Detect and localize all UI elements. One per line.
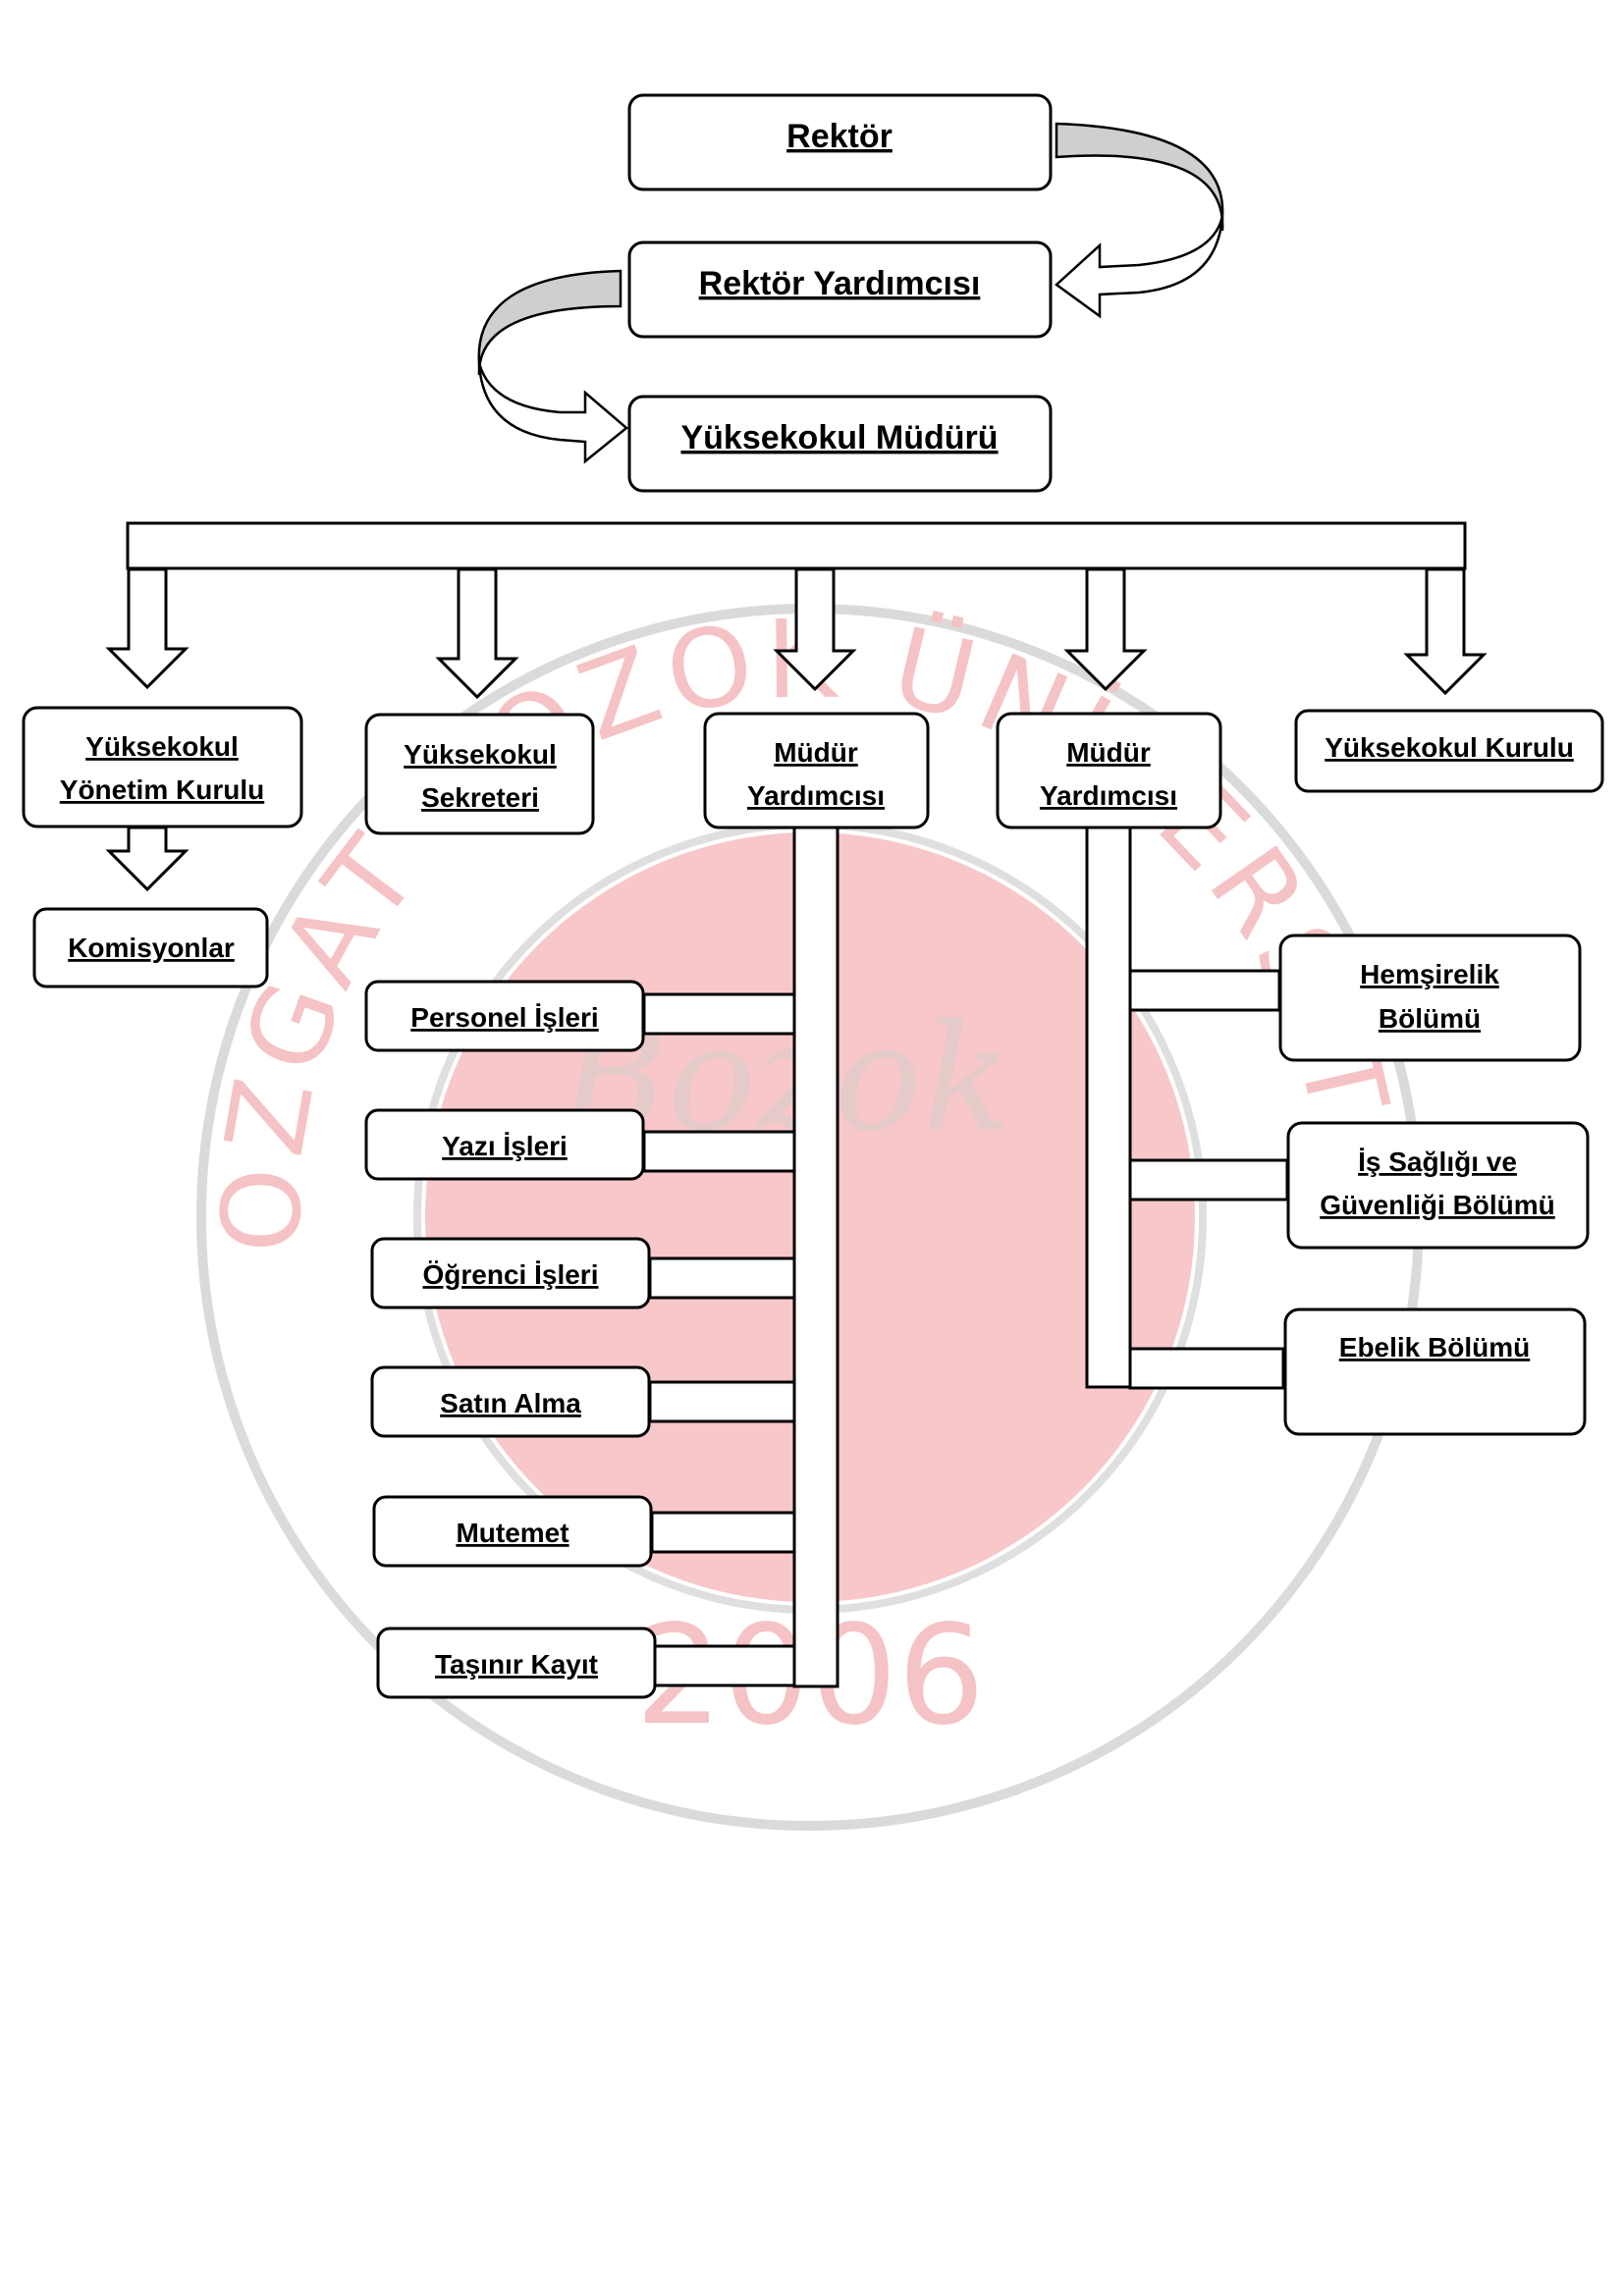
- node-yonetim-kurulu-line2: Yönetim Kurulu: [60, 774, 264, 805]
- node-hemsirelik-line2: Bölümü: [1379, 1003, 1481, 1034]
- node-ogrenci-isleri: Öğrenci İşleri: [370, 1237, 651, 1309]
- node-is-sagligi-line2: Güvenliği Bölümü: [1320, 1190, 1555, 1220]
- connector-personel: [642, 992, 796, 1036]
- distribution-bar: [126, 521, 1467, 570]
- down-arrow-1: [105, 567, 189, 690]
- node-sekreter-line2: Sekreteri: [421, 782, 539, 813]
- down-arrow-4: [1063, 567, 1148, 692]
- node-ebelik: Ebelik Bölümü: [1283, 1308, 1587, 1436]
- node-mudur-yardimcisi-1: Müdür Yardımcısı: [703, 712, 930, 829]
- node-yuksekokul-muduru-label: Yüksekokul Müdürü: [680, 419, 998, 456]
- node-rektor-yardimcisi-label: Rektör Yardımcısı: [699, 265, 981, 302]
- node-hemsirelik-line1: Hemşirelik: [1360, 959, 1499, 989]
- connector-mutemet: [650, 1511, 796, 1554]
- spine-mudur-yardimcisi-1: [792, 826, 839, 1688]
- node-mudur-yardimcisi-2: Müdür Yardımcısı: [996, 712, 1222, 829]
- node-satin-alma-label: Satın Alma: [440, 1388, 581, 1418]
- node-ebelik-label: Ebelik Bölümü: [1339, 1332, 1530, 1362]
- spine-mudur-yardimcisi-2: [1085, 826, 1132, 1389]
- node-sekreter: Yüksekokul Sekreteri: [364, 713, 595, 835]
- node-mudur-yardimcisi-1-line1: Müdür: [774, 737, 858, 768]
- node-satin-alma: Satın Alma: [370, 1365, 651, 1438]
- connector-is-sagligi: [1128, 1158, 1289, 1201]
- node-sekreter-line1: Yüksekokul: [404, 739, 557, 770]
- node-yazi-isleri-label: Yazı İşleri: [442, 1131, 568, 1161]
- connector-satin-alma: [648, 1380, 796, 1423]
- down-arrow-2: [435, 567, 519, 700]
- node-yuksekokul-kurulu: Yüksekokul Kurulu: [1294, 709, 1604, 793]
- node-is-sagligi-line1: İş Sağlığı ve: [1358, 1147, 1517, 1177]
- node-komisyonlar: Komisyonlar: [32, 907, 269, 988]
- node-tasinir-kayit: Taşınır Kayıt: [376, 1627, 657, 1699]
- down-arrow-3: [773, 567, 857, 692]
- node-yuksekokul-kurulu-label: Yüksekokul Kurulu: [1325, 732, 1574, 763]
- node-personel-isleri-label: Personel İşleri: [410, 1002, 598, 1033]
- node-komisyonlar-label: Komisyonlar: [68, 933, 235, 963]
- node-rektor-label: Rektör: [786, 118, 893, 155]
- node-yazi-isleri: Yazı İşleri: [364, 1108, 645, 1181]
- down-arrow-5: [1403, 567, 1488, 696]
- node-personel-isleri: Personel İşleri: [364, 980, 645, 1052]
- connector-ogrenci: [648, 1256, 796, 1300]
- connector-ebelik: [1128, 1347, 1285, 1390]
- curved-arrow-yardimci-to-mudur: [477, 269, 628, 464]
- connector-yazi: [642, 1130, 796, 1173]
- connector-tasinir: [652, 1644, 796, 1687]
- connector-hemsirelik: [1128, 969, 1281, 1012]
- node-rektor: Rektör: [627, 93, 1053, 191]
- node-tasinir-kayit-label: Taşınır Kayıt: [435, 1649, 598, 1680]
- node-yonetim-kurulu: Yüksekokul Yönetim Kurulu: [22, 706, 303, 828]
- down-arrow-komisyonlar: [105, 826, 189, 892]
- node-mudur-yardimcisi-2-line2: Yardımcısı: [1040, 780, 1177, 811]
- node-yonetim-kurulu-line1: Yüksekokul: [85, 731, 239, 762]
- node-is-sagligi: İş Sağlığı ve Güvenliği Bölümü: [1286, 1121, 1590, 1250]
- node-hemsirelik: Hemşirelik Bölümü: [1278, 934, 1582, 1062]
- curved-arrow-rektor-to-yardimci: [1055, 122, 1224, 319]
- node-ogrenci-isleri-label: Öğrenci İşleri: [423, 1259, 599, 1290]
- node-rektor-yardimcisi: Rektör Yardımcısı: [627, 240, 1053, 339]
- node-mudur-yardimcisi-1-line2: Yardımcısı: [747, 780, 885, 811]
- node-yuksekokul-muduru: Yüksekokul Müdürü: [627, 395, 1053, 493]
- node-mutemet: Mutemet: [372, 1495, 653, 1568]
- node-mutemet-label: Mutemet: [456, 1518, 568, 1548]
- node-mudur-yardimcisi-2-line1: Müdür: [1066, 737, 1151, 768]
